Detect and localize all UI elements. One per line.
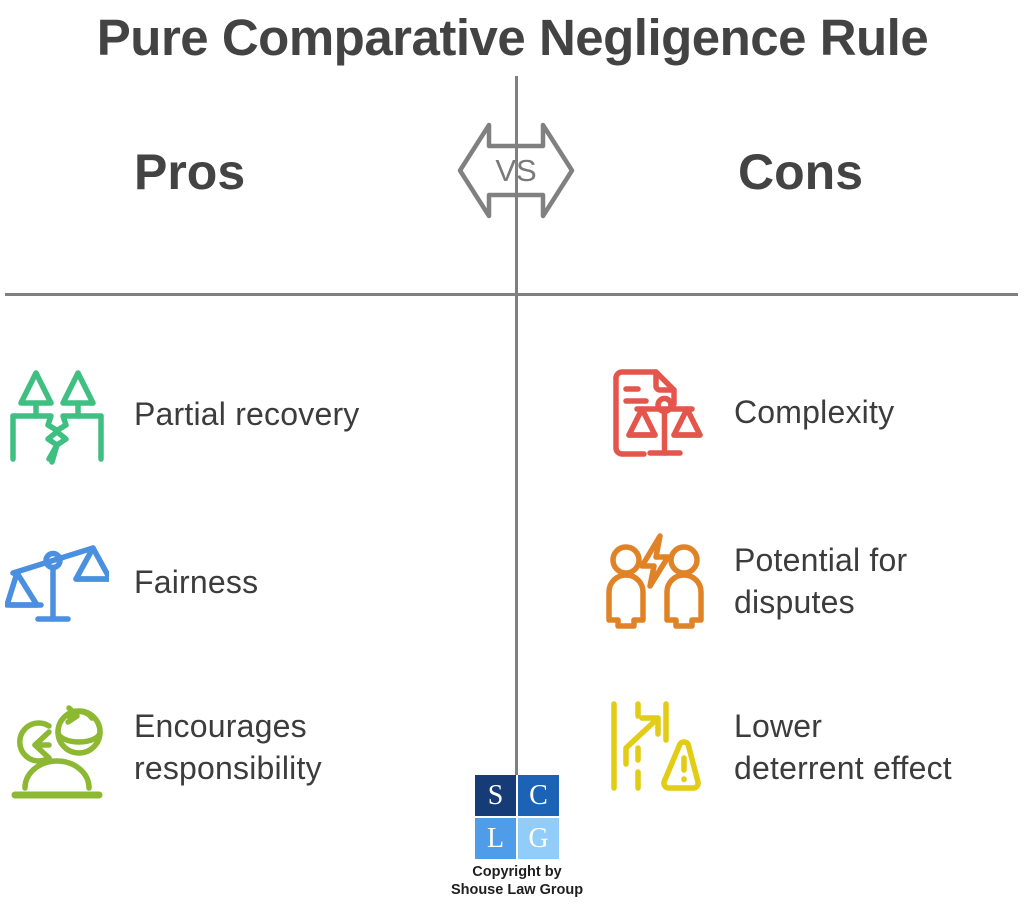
- logo-cell-l: L: [475, 818, 516, 859]
- list-item-label: Lower deterrent effect: [734, 708, 952, 786]
- road-arrow-warning-icon: [601, 693, 711, 803]
- logo-block: S C L G Copyright by Shouse Law Group: [432, 775, 602, 899]
- balance-scale-icon: [2, 528, 112, 638]
- vs-badge: VS: [455, 120, 577, 221]
- list-item: Encourages responsibility: [2, 693, 322, 803]
- list-item-label: Encourages responsibility: [134, 708, 322, 786]
- vs-label: VS: [495, 152, 537, 188]
- center-divider-bottom: [515, 206, 518, 796]
- logo-cell-g: G: [518, 818, 559, 859]
- sclg-logo: S C L G: [475, 775, 559, 859]
- column-heading-cons: Cons: [738, 144, 863, 200]
- two-people-lightning-icon: [601, 527, 711, 637]
- page-title: Pure Comparative Negligence Rule: [96, 9, 929, 66]
- logo-cell-s: S: [475, 775, 516, 816]
- list-item-label: Potential for disputes: [734, 542, 908, 620]
- list-item-label: Fairness: [134, 564, 259, 601]
- list-item: Partial recovery: [2, 360, 360, 470]
- list-item: Potential for disputes: [601, 527, 907, 637]
- column-heading-pros: Pros: [134, 144, 246, 200]
- copyright-caption: Copyright by Shouse Law Group: [450, 864, 584, 898]
- horizontal-divider: [5, 293, 1018, 296]
- double-arrow-vs-badge-icon: [457, 122, 575, 219]
- list-item: Fairness: [2, 528, 258, 638]
- document-scale-icon: [601, 358, 711, 468]
- list-item-label: Partial recovery: [134, 396, 360, 433]
- list-item-label: Complexity: [734, 394, 895, 431]
- list-item: Complexity: [601, 358, 894, 468]
- person-globe-arrow-icon: [2, 693, 112, 803]
- broken-scale-icon: [2, 360, 112, 470]
- logo-cell-c: C: [518, 775, 559, 816]
- list-item: Lower deterrent effect: [601, 693, 952, 803]
